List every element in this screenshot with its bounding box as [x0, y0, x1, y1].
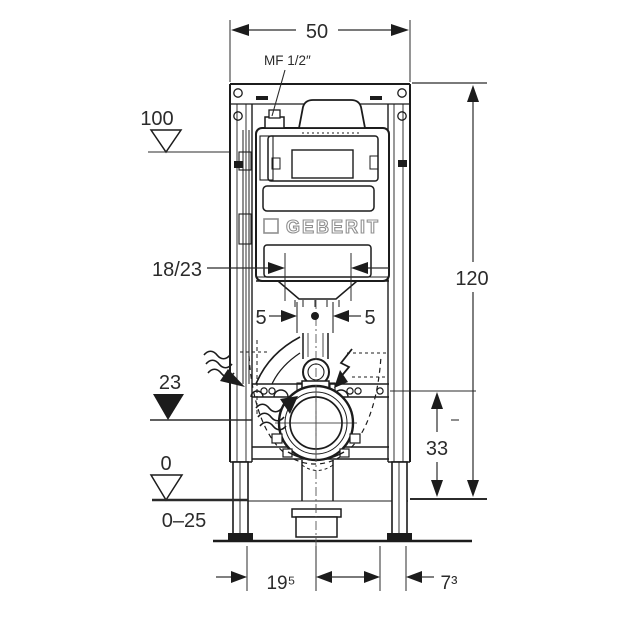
fixing-hole — [260, 387, 268, 395]
center-mark — [311, 312, 319, 320]
svg-text:33: 33 — [426, 438, 448, 460]
cistern-funnel — [256, 280, 389, 300]
dim-total-height: 120 — [412, 82, 489, 497]
cistern-access-dome — [297, 99, 367, 129]
fill-valve-connection — [264, 116, 285, 129]
foot-right — [391, 461, 408, 535]
geberit-logo-box — [263, 218, 279, 234]
dim-bottom-right-label: 7³ — [441, 573, 458, 594]
dim-bend-depth: 18/23 — [152, 253, 389, 301]
svg-text:0: 0 — [160, 453, 171, 475]
dim-top-width: 50 — [229, 20, 411, 82]
fixing-hole — [268, 387, 276, 395]
frame-hole — [233, 111, 243, 121]
foot-plate-left — [228, 533, 253, 541]
rail-slot — [370, 96, 382, 100]
svg-text:18/23: 18/23 — [152, 259, 202, 281]
airflow-arrow-inner — [255, 396, 298, 431]
dim-adjust-range: 0–25 — [162, 510, 207, 532]
rail-slot — [256, 96, 268, 100]
frame-hole — [397, 111, 407, 121]
fixing-hole — [346, 387, 354, 395]
fixing-hole — [354, 387, 362, 395]
foot-left — [232, 461, 249, 535]
svg-text:120: 120 — [455, 268, 488, 290]
dim-width-label: 50 — [306, 21, 328, 43]
svg-text:5: 5 — [255, 307, 266, 329]
foot-plate-right — [387, 533, 412, 541]
fixing-hole — [376, 387, 384, 395]
wc-bowl-outline — [248, 355, 382, 465]
frame-hole — [397, 88, 407, 98]
level-marker-23: 23 — [150, 372, 252, 421]
supply-thread-callout: MF 1/2″ — [264, 53, 311, 117]
frame-hole — [233, 88, 243, 98]
flush-bend — [255, 336, 301, 385]
supply-thread-label: MF 1/2″ — [264, 53, 311, 68]
quick-release-arrow — [338, 348, 353, 380]
flush-valve-window — [291, 149, 354, 179]
svg-text:5: 5 — [364, 307, 375, 329]
concealed-cistern: GEBERIT — [255, 99, 390, 307]
svg-text:23: 23 — [159, 372, 181, 394]
rail-nub — [398, 160, 407, 167]
protection-panel-upper — [262, 185, 375, 212]
frame-feet — [213, 461, 472, 543]
dim-bottom: 19⁵ 7³ — [216, 546, 457, 594]
fill-valve-cap — [268, 109, 281, 119]
waste-elbow — [291, 508, 342, 538]
dim-offsets: 5 5 — [255, 302, 376, 333]
level-marker-100: 100 — [140, 108, 229, 154]
airflow-arrow-outer — [203, 350, 245, 387]
svg-text:100: 100 — [140, 108, 173, 130]
dim-outlet-height: 33 — [390, 390, 487, 500]
geberit-logo-text: GEBERIT — [286, 217, 380, 237]
level-marker-0: 0 — [149, 453, 248, 502]
dim-bottom-left-label: 19⁵ — [266, 573, 295, 594]
dimensions: 50 MF 1/2″ 100 18/23 5 — [140, 20, 489, 594]
